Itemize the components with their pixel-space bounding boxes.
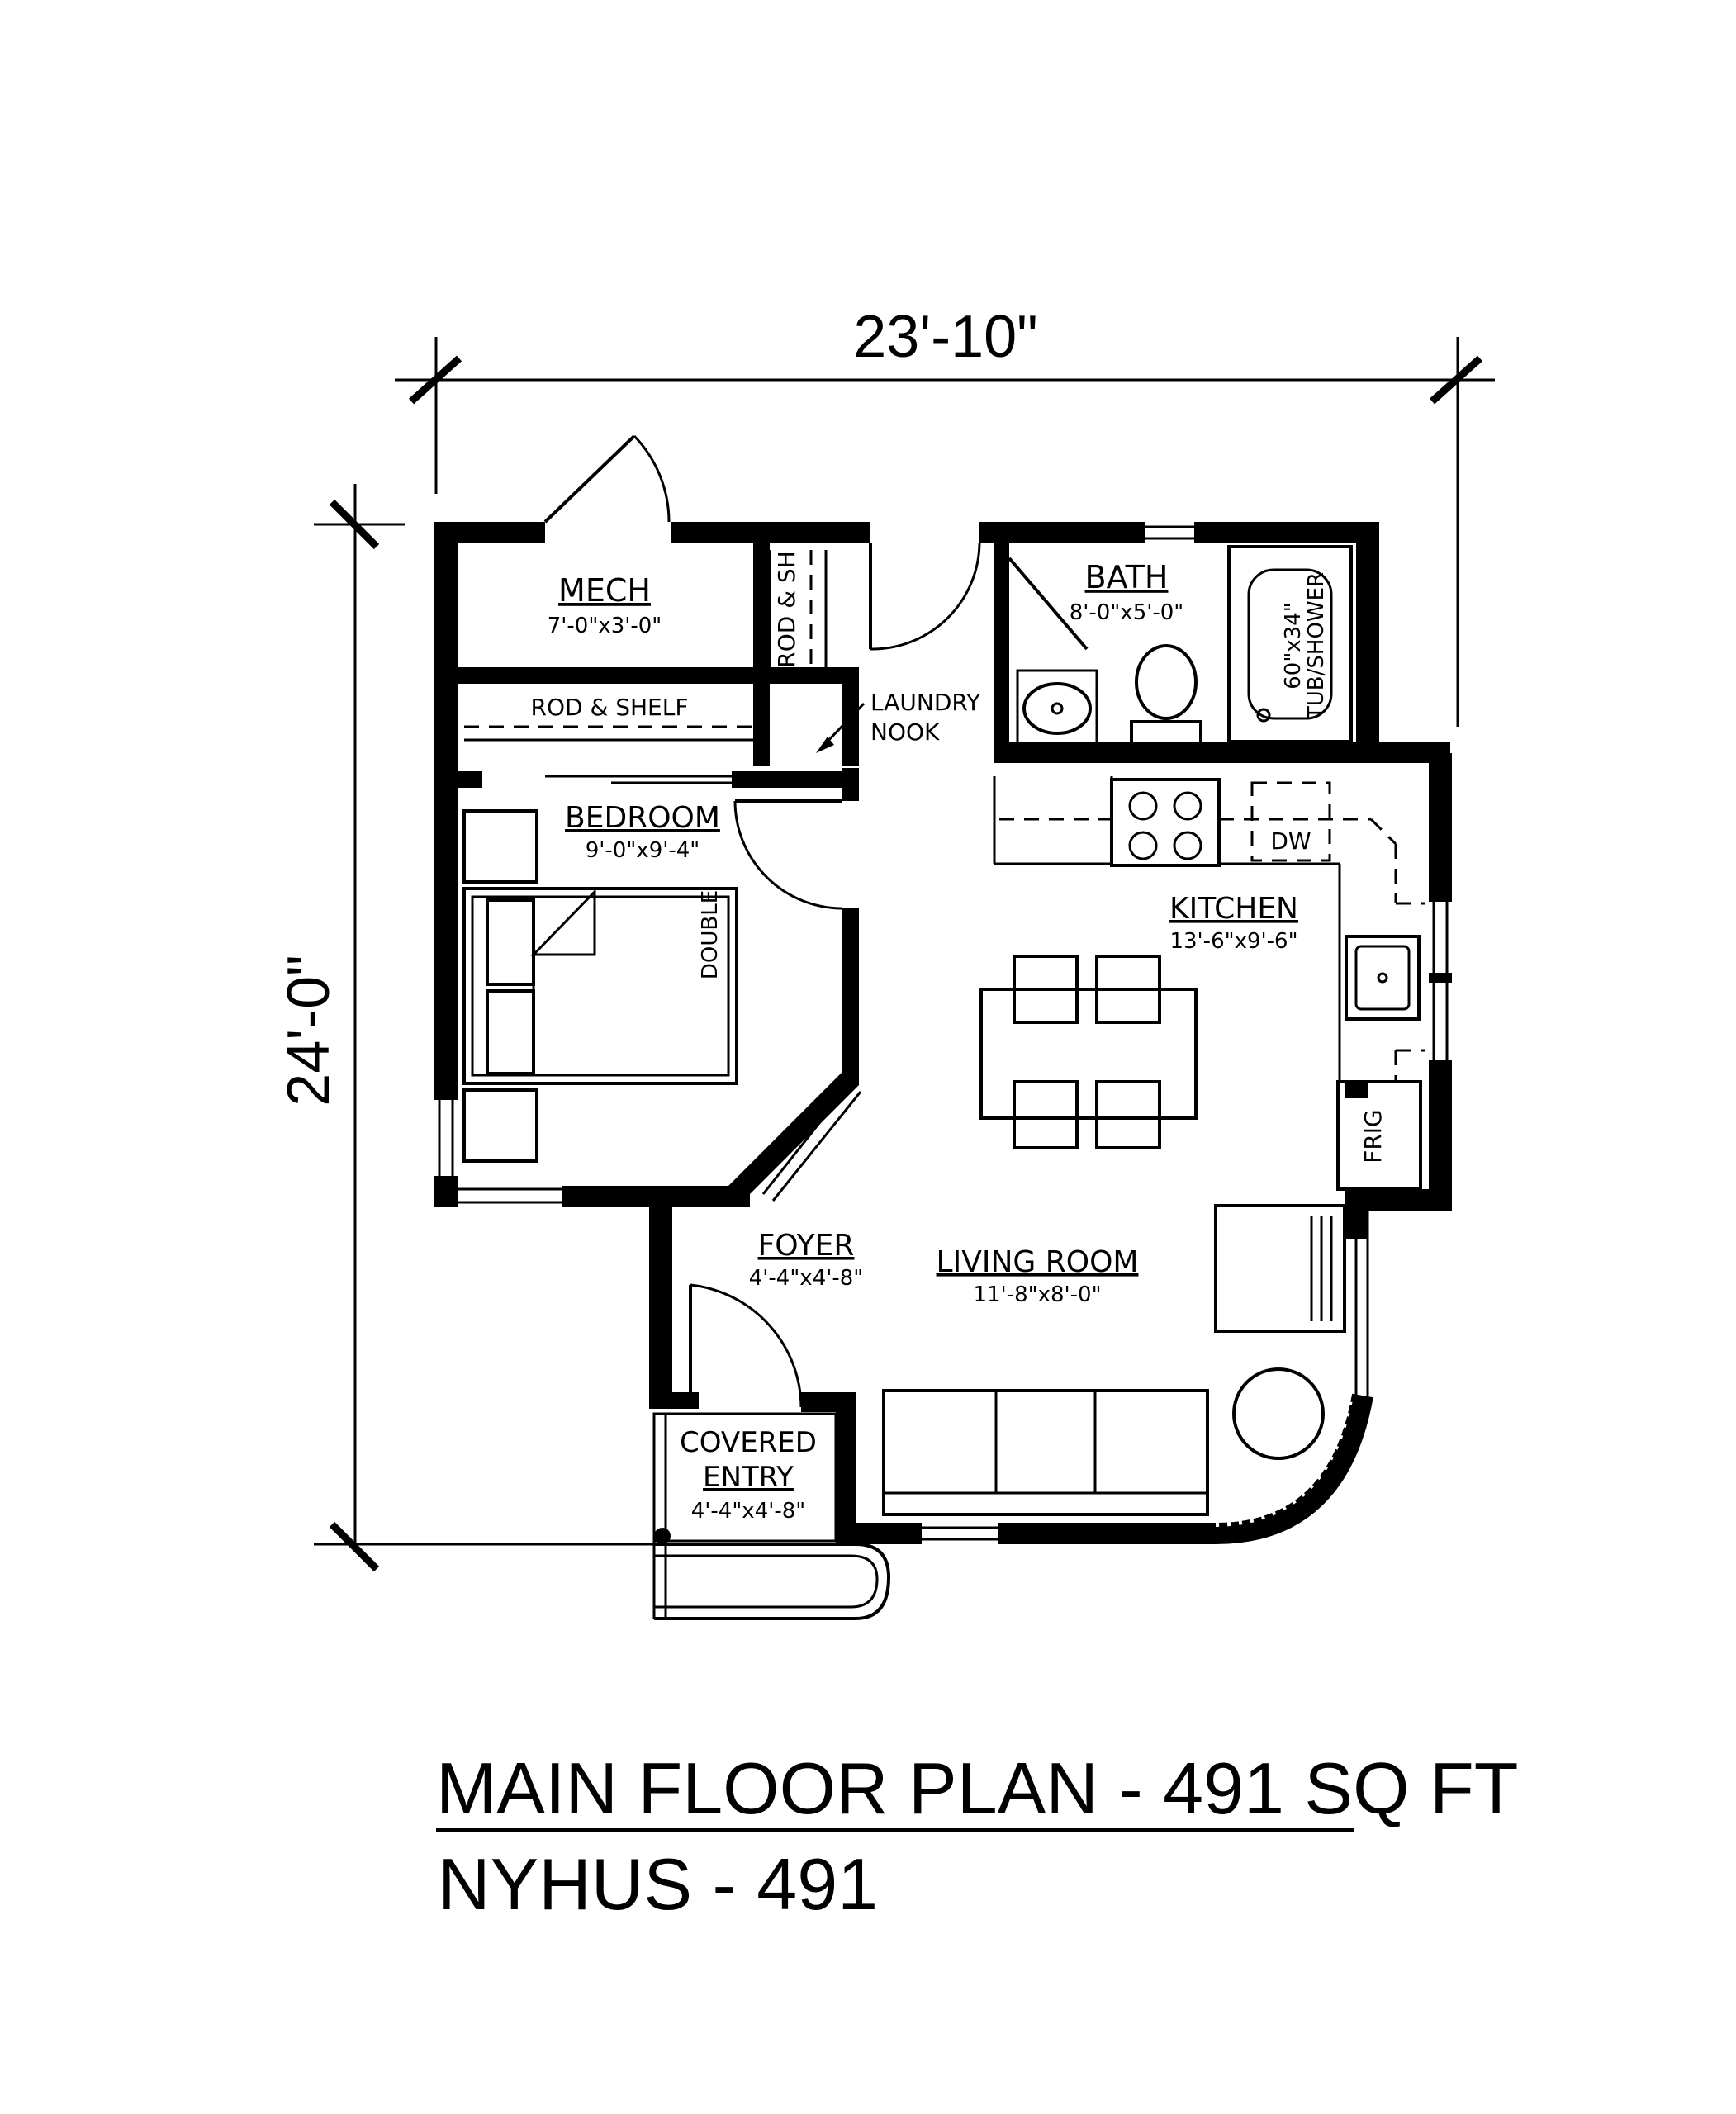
bed-label: DOUBLE [698, 890, 723, 979]
bedroom-size: 9'-0"x9'-4" [586, 838, 700, 863]
foyer-name: FOYER [758, 1229, 855, 1263]
living-furniture [882, 1204, 1346, 1516]
bedroom-name: BEDROOM [565, 801, 720, 835]
bedroom-angled-window [761, 1083, 862, 1202]
entry-name-1: COVERED [680, 1426, 817, 1459]
fridge-label: FRIG [1359, 1109, 1387, 1164]
kitchen-counters [993, 776, 1425, 1191]
depth-dimension: 24'-0" [276, 955, 342, 1106]
dimension-lines [314, 337, 1495, 1572]
plan-subtitle: NYHUS - 491 [438, 1843, 878, 1925]
entry-size: 4'-4"x4'-8" [691, 1499, 806, 1524]
mech-size: 7'-0"x3'-0" [548, 614, 662, 638]
kitchen-name: KITCHEN [1169, 892, 1298, 926]
laundry-label-2: NOOK [870, 718, 940, 746]
tub-label-2: TUB/SHOWER [1304, 572, 1329, 720]
bath-fixtures [1016, 545, 1353, 748]
entry-name-2: ENTRY [703, 1461, 794, 1494]
rod-shelf-closet [464, 550, 828, 742]
exterior-walls [434, 522, 1452, 1544]
dishwasher-label: DW [1270, 827, 1311, 855]
living-size: 11'-8"x8'-0" [973, 1282, 1101, 1307]
curved-bay-window [1215, 1393, 1373, 1544]
room-labels: MECH 7'-0"x3'-0" BATH 8'-0"x5'-0" BEDROO… [548, 559, 1298, 1524]
interior-walls [434, 543, 1368, 1207]
laundry-arrow [816, 702, 866, 753]
tub-label-1: 60"x34" [1281, 602, 1306, 689]
living-name: LIVING ROOM [937, 1245, 1139, 1279]
kitchen-size: 13'-6"x9'-6" [1169, 929, 1297, 954]
laundry-label-1: LAUNDRY [870, 689, 981, 716]
dining-table [979, 955, 1198, 1149]
width-dimension: 23'-10" [853, 304, 1037, 370]
rod-shelf-label: ROD & SHELF [531, 694, 689, 721]
bath-name: BATH [1085, 559, 1169, 595]
bath-size: 8'-0"x5'-0" [1070, 600, 1184, 625]
doors [543, 434, 1089, 1408]
foyer-size: 4'-4"x4'-8" [749, 1266, 864, 1291]
double-bed [462, 809, 738, 1163]
entry-porch [652, 1412, 891, 1620]
plan-title: MAIN FLOOR PLAN - 491 SQ FT [436, 1747, 1519, 1829]
rod-sh-label: ROD & SH [773, 551, 800, 668]
mech-name: MECH [558, 572, 651, 609]
